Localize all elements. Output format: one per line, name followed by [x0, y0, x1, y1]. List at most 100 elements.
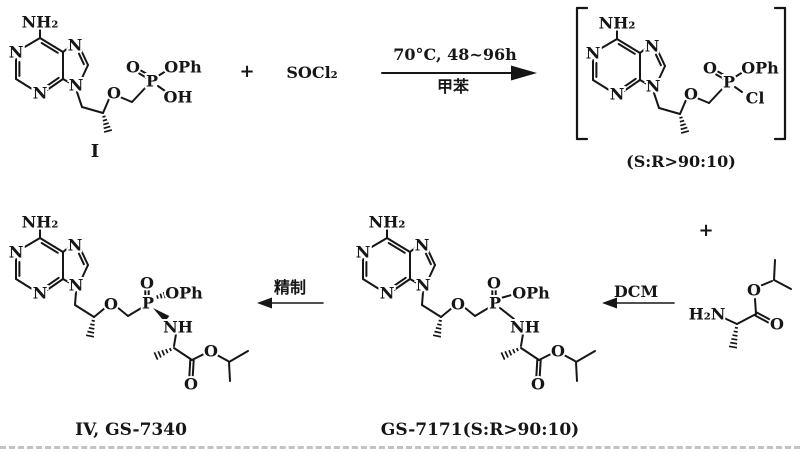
bond-hash-tick — [435, 326, 442, 330]
bond-line — [754, 298, 757, 315]
bond-line — [15, 78, 33, 90]
bond-line — [80, 49, 89, 66]
bond-line — [427, 249, 436, 266]
bond-line — [538, 353, 552, 361]
bond-hash-tick — [434, 330, 442, 334]
atom-label: N — [9, 43, 24, 62]
compound-label-gs7171: GS-7171(S:R>90:10) — [380, 420, 580, 440]
bond-line — [228, 350, 249, 363]
bond-line — [62, 278, 71, 284]
refine-arrow — [257, 297, 324, 309]
bond-double — [138, 72, 148, 79]
bond-line — [46, 78, 64, 91]
bond-hash-tick — [733, 330, 738, 333]
bond-line — [520, 347, 540, 361]
atom-label: NH₂ — [369, 213, 406, 232]
atom-label: P — [723, 73, 735, 92]
bond-double — [46, 276, 60, 287]
atom-label: NH₂ — [22, 213, 59, 232]
bond-line — [74, 304, 95, 318]
atom-label: N — [416, 276, 431, 295]
atom-label: O — [451, 295, 465, 314]
bond-double — [40, 242, 59, 254]
atom-label: N — [610, 85, 625, 104]
bond-double — [754, 314, 770, 324]
atom-label: N — [69, 276, 84, 295]
bond-line — [81, 264, 89, 279]
bracket — [773, 6, 787, 141]
atom-label: Cl — [746, 89, 765, 108]
atom-label: N — [68, 36, 83, 55]
atom-label: O — [107, 84, 121, 103]
atom-label: O — [703, 59, 717, 78]
bond-line — [93, 307, 106, 318]
bracket — [575, 6, 589, 141]
bond-line — [499, 307, 515, 320]
atom-label: P — [142, 294, 154, 313]
bond-line — [369, 237, 388, 249]
bond-line — [421, 304, 442, 318]
bond-line — [773, 279, 792, 290]
bond-double — [188, 358, 192, 378]
atom-label: N — [380, 284, 395, 303]
bond-line — [386, 237, 411, 253]
atom-label: OPh — [165, 284, 203, 303]
bond-line — [575, 361, 578, 382]
bond-line — [734, 71, 744, 78]
bond-double — [755, 311, 771, 321]
bond-line — [679, 99, 687, 115]
atom-label: O — [204, 342, 218, 361]
atom-label: N — [33, 84, 48, 103]
plus-sign-2: + — [698, 220, 714, 241]
bond-hash-tick — [730, 341, 738, 345]
bond-hash-tick — [103, 122, 109, 126]
bond-line — [62, 78, 71, 84]
compound-label-i: I — [90, 141, 100, 162]
bond-hash-tick — [165, 348, 169, 354]
bond-line — [80, 249, 89, 266]
bond-hash-tick — [504, 350, 509, 358]
bond-hash-tick — [500, 351, 506, 361]
bond-hash-tick — [432, 334, 442, 338]
bond-line — [616, 38, 641, 54]
bond-line — [173, 333, 177, 347]
atom-label: O — [487, 274, 501, 293]
plus-sign-1: + — [239, 61, 255, 82]
bond-line — [15, 278, 33, 290]
bond-hash-tick — [515, 347, 519, 352]
bond-line — [773, 259, 776, 281]
bond-double — [623, 77, 637, 88]
arrow-head — [602, 297, 617, 309]
atom-label: O — [551, 342, 565, 361]
bond-hash-tick — [91, 319, 95, 322]
bond-line — [191, 353, 205, 361]
bond-line — [116, 306, 129, 317]
bond-line — [708, 86, 725, 104]
bond-double — [538, 359, 542, 379]
bond-line — [46, 278, 64, 291]
bond-line — [228, 361, 231, 382]
bond-line — [131, 85, 148, 103]
atom-label: N — [415, 236, 430, 255]
bond-line — [409, 278, 418, 284]
bond-line — [102, 98, 110, 114]
bond-double — [617, 43, 636, 55]
bond-hash-tick — [731, 337, 738, 341]
bond-line — [22, 37, 41, 49]
bond-hash-tick — [102, 115, 106, 118]
bond-double — [77, 252, 85, 266]
bond-hash-tick — [680, 123, 686, 127]
bond-line — [696, 97, 710, 104]
atom-label: OH — [163, 88, 192, 107]
arrow-head — [511, 65, 537, 81]
compound-label-gs7340: IV, GS-7340 — [75, 420, 187, 440]
bond-line — [592, 79, 610, 91]
bond-line — [39, 37, 64, 53]
bond-hash-tick — [734, 326, 738, 329]
atom-label: H₂N — [689, 305, 726, 324]
bond-line — [22, 237, 41, 249]
bond-double — [535, 358, 539, 378]
bond-hash-tick — [732, 334, 738, 337]
